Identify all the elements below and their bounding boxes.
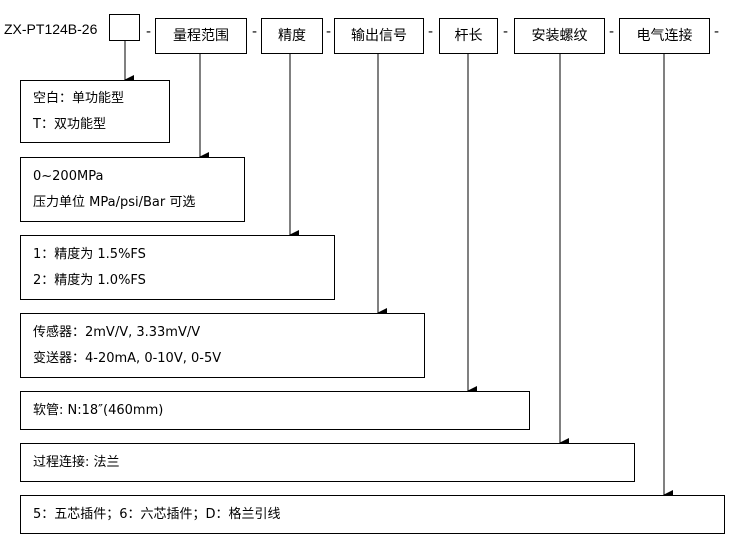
range-options-box: 0~200MPa 压力单位 MPa/psi/Bar 可选 [20, 157, 245, 222]
function-code-box [109, 14, 140, 41]
header-thread: 安装螺纹 [514, 18, 605, 54]
separator-7: - [714, 24, 720, 40]
separator-4: - [428, 24, 434, 40]
header-range: 量程范围 [155, 18, 247, 54]
range-unit-note: 压力单位 MPa/psi/Bar 可选 [33, 195, 196, 210]
connector-options-text: 5：五芯插件；6：六芯插件；D：格兰引线 [33, 507, 281, 522]
range-value: 0~200MPa [33, 169, 104, 184]
header-connector: 电气连接 [619, 18, 710, 54]
accuracy-options-box: 1：精度为 1.5%FS 2：精度为 1.0%FS [20, 235, 335, 300]
function-option-dual: T：双功能型 [33, 117, 106, 132]
separator-2: - [252, 24, 258, 40]
separator-6: - [609, 24, 615, 40]
connector-options-box: 5：五芯插件；6：六芯插件；D：格兰引线 [20, 495, 725, 534]
output-option-sensor: 传感器：2mV/V, 3.33mV/V [33, 325, 201, 340]
rod-option-hose: 软管: N:18″(460mm) [33, 403, 164, 418]
function-options-box: 空白：单功能型 T：双功能型 [20, 80, 170, 143]
thread-options-box: 过程连接: 法兰 [20, 443, 635, 482]
separator-5: - [503, 24, 509, 40]
function-option-single: 空白：单功能型 [33, 91, 125, 106]
accuracy-option-2: 2：精度为 1.0%FS [33, 273, 146, 288]
header-output: 输出信号 [334, 18, 424, 54]
output-option-transmitter: 变送器：4-20mA, 0-10V, 0-5V [33, 351, 222, 366]
header-accuracy: 精度 [261, 18, 323, 54]
header-rod: 杆长 [439, 18, 498, 54]
output-options-box: 传感器：2mV/V, 3.33mV/V 变送器：4-20mA, 0-10V, 0… [20, 313, 425, 378]
accuracy-option-1: 1：精度为 1.5%FS [33, 247, 146, 262]
separator-3: - [326, 24, 332, 40]
model-code: ZX-PT124B-26 [4, 21, 98, 37]
separator-1: - [146, 24, 152, 40]
rod-options-box: 软管: N:18″(460mm) [20, 391, 530, 430]
thread-option-flange: 过程连接: 法兰 [33, 455, 120, 470]
